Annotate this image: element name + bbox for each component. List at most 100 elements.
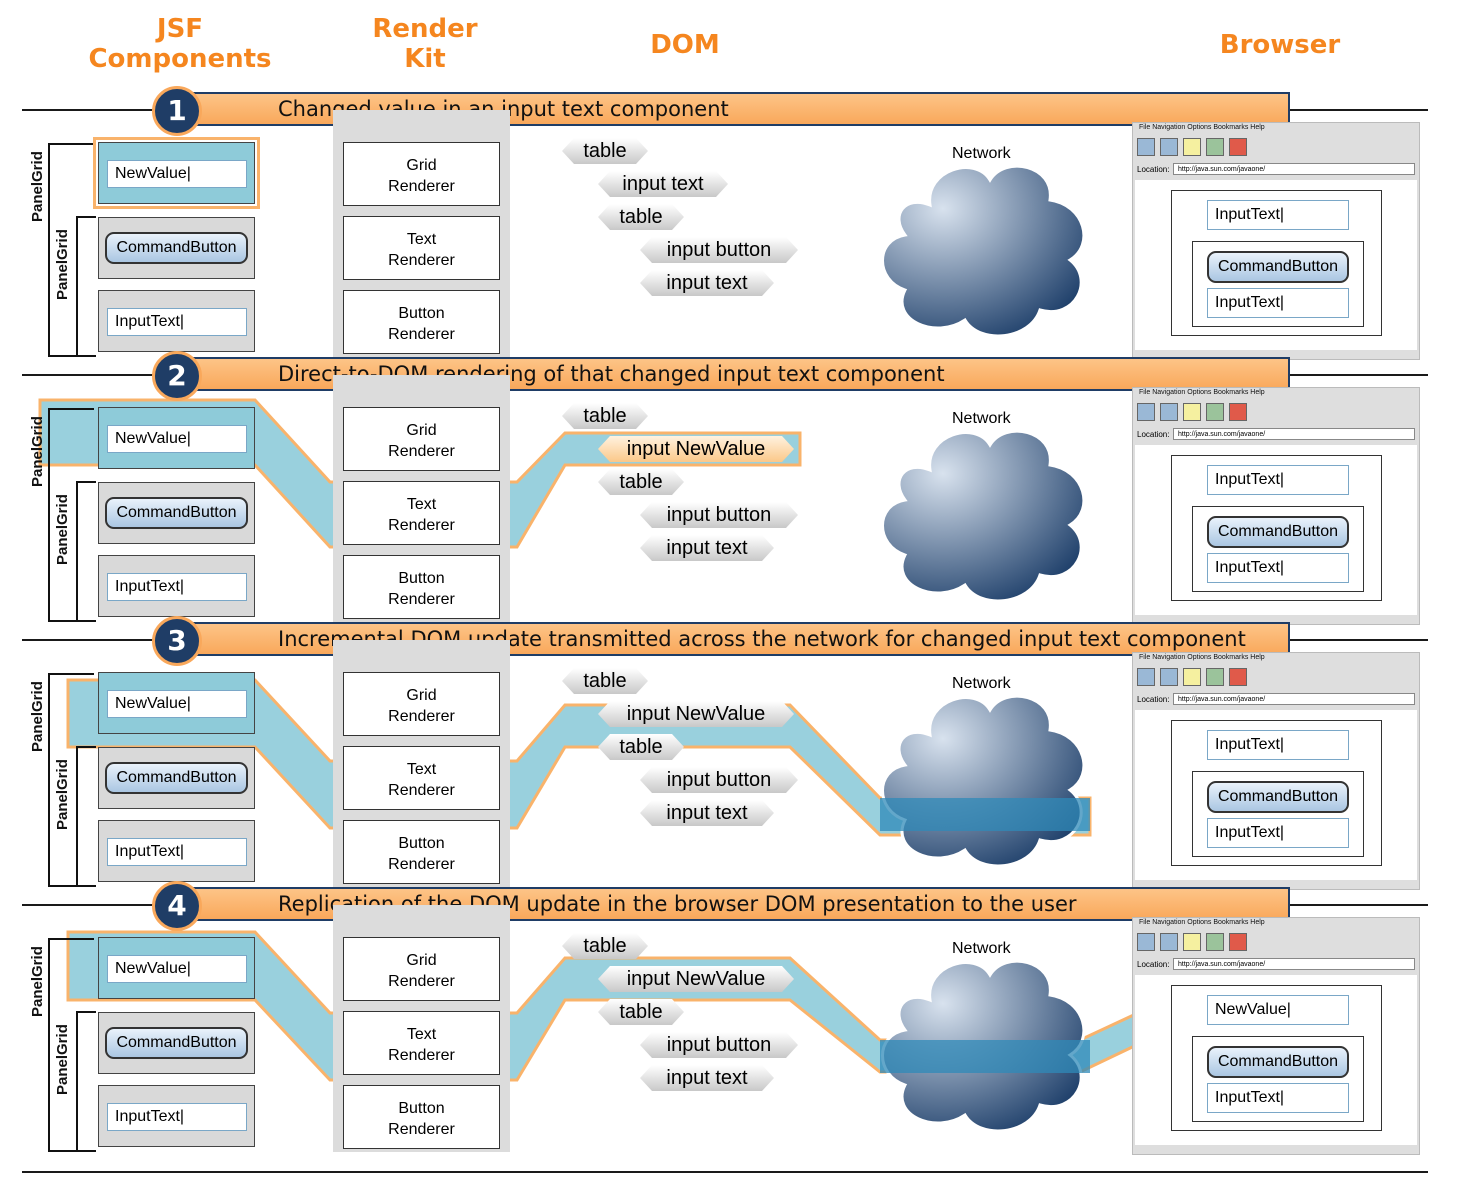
header-browser: Browser bbox=[1190, 30, 1370, 60]
jsf-inputtext-component: InputText| bbox=[98, 820, 255, 882]
browser-input-field[interactable]: InputText| bbox=[1207, 288, 1349, 318]
jsf-command-button[interactable]: CommandButton bbox=[105, 232, 248, 264]
jsf-command-button[interactable]: CommandButton bbox=[105, 1027, 248, 1059]
stop-icon[interactable] bbox=[1229, 668, 1247, 686]
forward-arrow-icon[interactable] bbox=[1160, 933, 1178, 951]
renderer-box: ButtonRenderer bbox=[343, 555, 500, 619]
jsf-input-newvalue-field[interactable]: NewValue| bbox=[107, 160, 247, 188]
stop-icon[interactable] bbox=[1229, 403, 1247, 421]
dom-node-tag: input button bbox=[640, 1032, 798, 1058]
forward-arrow-icon[interactable] bbox=[1160, 668, 1178, 686]
reload-icon[interactable] bbox=[1206, 933, 1224, 951]
stop-icon[interactable] bbox=[1229, 138, 1247, 156]
back-arrow-icon[interactable] bbox=[1137, 668, 1155, 686]
dom-node-tag: table bbox=[598, 999, 684, 1025]
cloud-flow-overlay bbox=[880, 1040, 1090, 1073]
location-url-field[interactable]: http://java.sun.com/javaone/ bbox=[1173, 693, 1415, 705]
reload-icon[interactable] bbox=[1206, 403, 1224, 421]
stop-icon[interactable] bbox=[1229, 933, 1247, 951]
reload-icon[interactable] bbox=[1206, 138, 1224, 156]
jsf-input-text-field[interactable]: InputText| bbox=[107, 838, 247, 866]
jsf-input-newvalue-field[interactable]: NewValue| bbox=[107, 425, 247, 453]
browser-input-field[interactable]: InputText| bbox=[1207, 553, 1349, 583]
jsf-input-newvalue-field[interactable]: NewValue| bbox=[107, 690, 247, 718]
browser-window: File Navigation Options Bookmarks HelpLo… bbox=[1132, 652, 1420, 890]
jsf-commandbutton-component: CommandButton bbox=[98, 482, 255, 544]
step-number-badge: 2 bbox=[152, 351, 202, 401]
panelgrid-label-inner: PanelGrid bbox=[54, 1024, 71, 1095]
location-url-field[interactable]: http://java.sun.com/javaone/ bbox=[1173, 958, 1415, 970]
renderer-box: ButtonRenderer bbox=[343, 290, 500, 354]
jsf-inputtext-component: InputText| bbox=[98, 1085, 255, 1147]
network-cloud-icon bbox=[870, 150, 1100, 345]
panelgrid-label-outer: PanelGrid bbox=[29, 416, 46, 487]
browser-outer-table: NewValue| CommandButtonInputText| bbox=[1171, 985, 1382, 1131]
renderer-name: Button bbox=[344, 833, 499, 854]
browser-menu-bar: File Navigation Options Bookmarks Help bbox=[1139, 124, 1265, 131]
jsf-command-button[interactable]: CommandButton bbox=[105, 762, 248, 794]
home-icon[interactable] bbox=[1183, 933, 1201, 951]
browser-input-field[interactable]: InputText| bbox=[1207, 818, 1349, 848]
browser-input-field[interactable]: InputText| bbox=[1207, 465, 1349, 495]
renderer-suffix: Renderer bbox=[344, 971, 499, 992]
browser-input-field[interactable]: InputText| bbox=[1207, 730, 1349, 760]
reload-icon[interactable] bbox=[1206, 668, 1224, 686]
jsf-command-button[interactable]: CommandButton bbox=[105, 497, 248, 529]
browser-input-field[interactable]: NewValue| bbox=[1207, 995, 1349, 1025]
location-label: Location: bbox=[1137, 695, 1169, 704]
browser-command-button[interactable]: CommandButton bbox=[1207, 251, 1349, 283]
browser-menu-bar: File Navigation Options Bookmarks Help bbox=[1139, 654, 1265, 661]
renderer-suffix: Renderer bbox=[344, 1119, 499, 1140]
header-render-kit-line1: Render bbox=[330, 14, 520, 44]
jsf-commandbutton-component: CommandButton bbox=[98, 747, 255, 809]
browser-command-button[interactable]: CommandButton bbox=[1207, 781, 1349, 813]
forward-arrow-icon[interactable] bbox=[1160, 403, 1178, 421]
renderer-suffix: Renderer bbox=[344, 589, 499, 610]
jsf-input-text-field[interactable]: InputText| bbox=[107, 308, 247, 336]
network-cloud-icon bbox=[870, 415, 1100, 610]
back-arrow-icon[interactable] bbox=[1137, 403, 1155, 421]
renderer-name: Text bbox=[344, 759, 499, 780]
header-render-kit-line2: Kit bbox=[330, 44, 520, 74]
dom-node-tag: input text bbox=[598, 171, 728, 197]
jsf-commandbutton-component: CommandButton bbox=[98, 217, 255, 279]
panelgrid-bracket-inner bbox=[76, 746, 96, 887]
dom-node-tag: table bbox=[598, 204, 684, 230]
renderer-box: TextRenderer bbox=[343, 481, 500, 545]
renderer-suffix: Renderer bbox=[344, 250, 499, 271]
back-arrow-icon[interactable] bbox=[1137, 138, 1155, 156]
home-icon[interactable] bbox=[1183, 403, 1201, 421]
browser-command-button[interactable]: CommandButton bbox=[1207, 1046, 1349, 1078]
location-label: Location: bbox=[1137, 430, 1169, 439]
renderer-suffix: Renderer bbox=[344, 441, 499, 462]
jsf-inputtext-component: NewValue| bbox=[98, 672, 255, 734]
panelgrid-label-outer: PanelGrid bbox=[29, 151, 46, 222]
dom-node-tag: input text bbox=[640, 535, 774, 561]
renderer-name: Button bbox=[344, 1098, 499, 1119]
network-cloud-icon bbox=[870, 680, 1100, 875]
renderer-suffix: Renderer bbox=[344, 515, 499, 536]
jsf-input-text-field[interactable]: InputText| bbox=[107, 1103, 247, 1131]
browser-window: File Navigation Options Bookmarks HelpLo… bbox=[1132, 387, 1420, 625]
location-url-field[interactable]: http://java.sun.com/javaone/ bbox=[1173, 163, 1415, 175]
browser-command-button[interactable]: CommandButton bbox=[1207, 516, 1349, 548]
back-arrow-icon[interactable] bbox=[1137, 933, 1155, 951]
renderer-box: GridRenderer bbox=[343, 672, 500, 736]
browser-input-field[interactable]: InputText| bbox=[1207, 1083, 1349, 1113]
jsf-input-newvalue-field[interactable]: NewValue| bbox=[107, 955, 247, 983]
home-icon[interactable] bbox=[1183, 668, 1201, 686]
browser-input-field[interactable]: InputText| bbox=[1207, 200, 1349, 230]
browser-inner-table: CommandButtonInputText| bbox=[1192, 771, 1364, 857]
home-icon[interactable] bbox=[1183, 138, 1201, 156]
forward-arrow-icon[interactable] bbox=[1160, 138, 1178, 156]
renderer-suffix: Renderer bbox=[344, 1045, 499, 1066]
location-url-field[interactable]: http://java.sun.com/javaone/ bbox=[1173, 428, 1415, 440]
browser-inner-table: CommandButtonInputText| bbox=[1192, 241, 1364, 327]
header-jsf-line1: JSF bbox=[80, 14, 280, 44]
panelgrid-label-outer: PanelGrid bbox=[29, 681, 46, 752]
jsf-input-text-field[interactable]: InputText| bbox=[107, 573, 247, 601]
browser-viewport: InputText|CommandButtonInputText| bbox=[1135, 180, 1417, 350]
